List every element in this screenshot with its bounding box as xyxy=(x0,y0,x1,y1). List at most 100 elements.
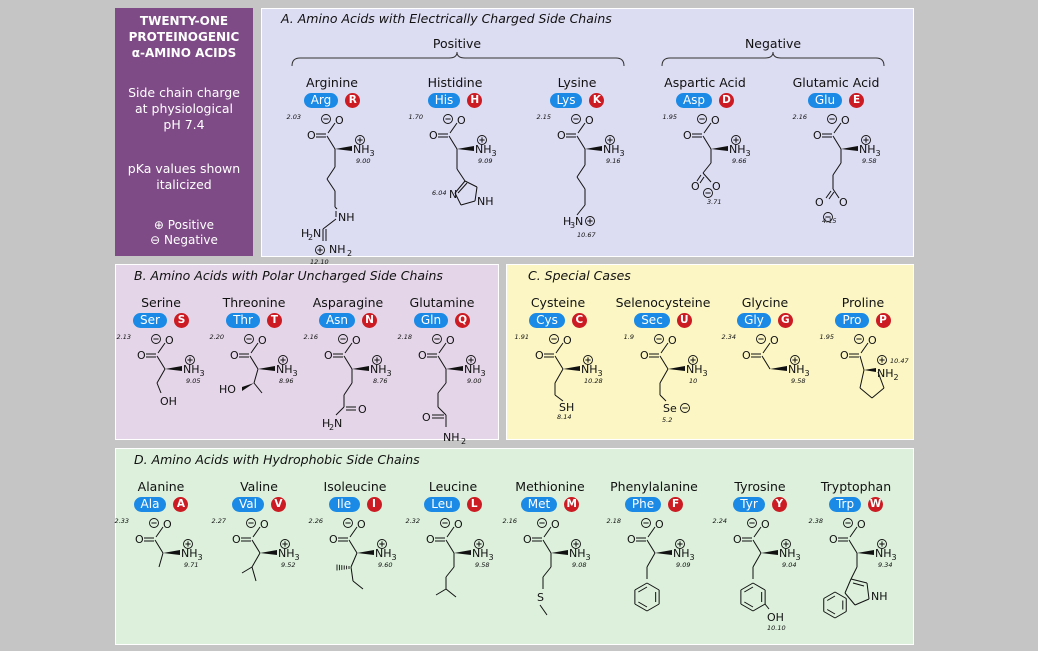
pka-value: 2.24 xyxy=(713,517,727,525)
atom-label: 2 xyxy=(329,423,334,432)
abbr3-pill: Asn xyxy=(318,312,356,328)
aa-name: Glutamine xyxy=(409,295,475,310)
oxygen-label: O xyxy=(137,349,146,362)
pka-value: 8.14 xyxy=(557,413,571,421)
oxygen-label: O xyxy=(829,533,838,546)
pka-value: 12.10 xyxy=(310,258,329,266)
pka-value: 9.05 xyxy=(186,377,200,385)
pka-value: 9.58 xyxy=(862,157,876,165)
positive-charge-icon xyxy=(877,539,887,549)
oxygen-label: O xyxy=(165,334,174,347)
abbr1-badge: V xyxy=(270,496,286,512)
positive-charge-icon xyxy=(185,355,195,365)
positive-charge-icon xyxy=(477,135,487,145)
positive-charge-icon xyxy=(377,539,387,549)
pka-line: italicized xyxy=(156,177,212,192)
negative-charge-icon xyxy=(321,114,331,124)
abbr1-badge: T xyxy=(266,312,282,328)
pka-value: 1.95 xyxy=(663,113,677,121)
pka-value: 10.28 xyxy=(584,377,603,385)
amine-label: NH3 xyxy=(278,547,300,562)
oxygen-label: O xyxy=(535,349,544,362)
group-braces xyxy=(291,51,885,67)
pka-value: 9.58 xyxy=(475,561,489,569)
positive-charge-icon xyxy=(877,355,887,365)
abbr1-badge: M xyxy=(564,496,580,512)
pka-value: 4.15 xyxy=(822,217,836,225)
oxygen-label: O xyxy=(232,533,241,546)
amine-label: NH3 xyxy=(375,547,397,562)
negative-charge-icon xyxy=(641,518,651,528)
oxygen-label: O xyxy=(733,533,742,546)
aa-name: Aspartic Acid xyxy=(664,75,746,90)
pka-value: 2.16 xyxy=(793,113,807,121)
abbr3-pill: Gln xyxy=(413,312,449,328)
abbr1-badge: L xyxy=(466,496,482,512)
pka-value: 2.34 xyxy=(722,333,736,341)
negative-charge-icon xyxy=(246,518,256,528)
amine-label: NH3 xyxy=(472,547,494,562)
positive-charge-icon xyxy=(605,135,615,145)
abbr3-pill: Ser xyxy=(133,312,167,328)
atom-label: S xyxy=(537,591,544,604)
oxygen-label: O xyxy=(761,518,770,531)
aa-name: Glycine xyxy=(741,295,789,310)
abbr1-badge: I xyxy=(366,496,382,512)
amine-label: NH3 xyxy=(276,363,298,378)
pka-value: 1.91 xyxy=(515,333,529,341)
negative-charge-icon xyxy=(537,518,547,528)
negative-charge-icon xyxy=(443,114,453,124)
oxygen-label: O xyxy=(742,349,751,362)
charge-legend: ⊕ Positive ⊖ Negative xyxy=(115,218,253,248)
aa-name: Alanine xyxy=(137,479,185,494)
pka-value: 2.26 xyxy=(309,517,323,525)
pka-value: 10.67 xyxy=(577,231,596,239)
negative-charge-icon xyxy=(703,188,713,198)
abbr3-pill: Val xyxy=(232,496,264,512)
positive-charge-icon xyxy=(571,539,581,549)
amine-label: NH3 xyxy=(673,547,695,562)
pka-value: 3.71 xyxy=(707,198,721,206)
aa-name: Valine xyxy=(240,479,278,494)
amine-label: NH3 xyxy=(875,547,897,562)
aa-name: Isoleucine xyxy=(323,479,387,494)
aa-name: Asparagine xyxy=(312,295,384,310)
atom-label: H xyxy=(322,417,330,430)
pka-value: 2.33 xyxy=(115,517,129,525)
amine-label: NH3 xyxy=(729,143,751,158)
amine-label: NH3 xyxy=(370,363,392,378)
pka-value: 2.13 xyxy=(117,333,131,341)
pka-value: 2.16 xyxy=(503,517,517,525)
charge-note: Side chain charge at physiological pH 7.… xyxy=(119,85,249,133)
pka-value: 2.32 xyxy=(406,517,420,525)
oxygen-label: O xyxy=(523,533,532,546)
atom-label: O xyxy=(691,180,700,193)
atom-label: H xyxy=(301,227,309,240)
amine-label: NH3 xyxy=(859,143,881,158)
oxygen-label: O xyxy=(683,129,692,142)
legend-positive: ⊕ Positive xyxy=(153,218,215,232)
positive-charge-icon xyxy=(585,216,595,226)
atom-label: NH xyxy=(871,590,888,603)
abbr1-badge: F xyxy=(668,496,684,512)
brace-positive xyxy=(291,51,625,67)
